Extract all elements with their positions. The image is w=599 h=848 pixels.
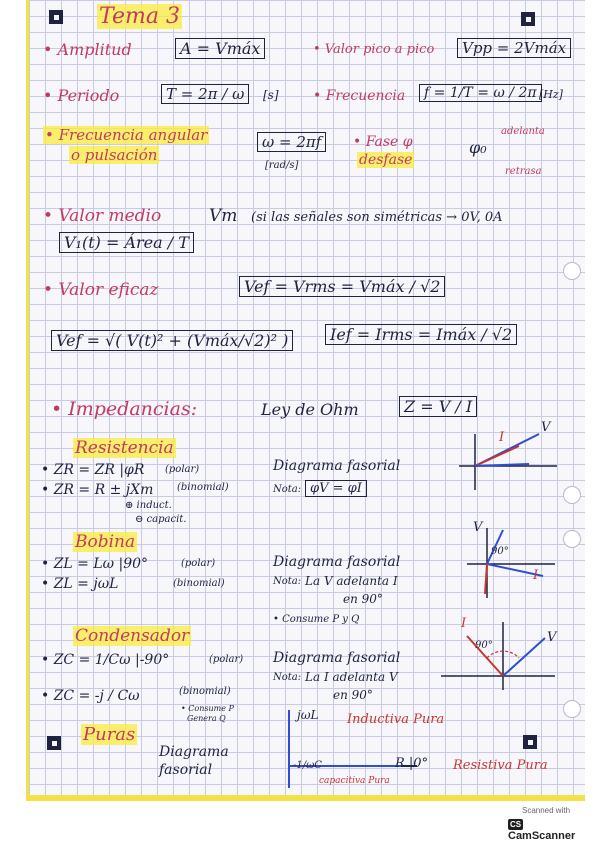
puras-jwl: jωL	[297, 708, 319, 722]
angular-label: • Frecuencia angular	[43, 126, 210, 144]
binder-hole-icon	[563, 262, 581, 280]
resistencia-phasor-diagram	[459, 433, 557, 490]
bobina-consume: • Consume P y Q	[273, 614, 360, 625]
resistencia-heading: Resistencia	[73, 438, 176, 458]
impedancias-formula: Z = V / I	[399, 396, 478, 417]
puras-heading: Puras	[81, 724, 138, 745]
condensador-nota-1: La I adelanta V	[305, 670, 398, 684]
scanned-with-label: Scanned with	[522, 806, 571, 815]
puras-wc: -1/ωC	[293, 760, 322, 771]
desfase-label: desfase	[357, 152, 415, 168]
periodo-label: • Periodo	[43, 86, 120, 105]
bobina-nota-label: Nota:	[273, 576, 302, 587]
medio-label: • Valor medio	[43, 206, 162, 226]
resistencia-polar: • ZR = ZR |φR	[41, 462, 145, 478]
condensador-genera: Genera Q	[187, 714, 226, 723]
camscanner-brand-label: CamScanner	[508, 830, 576, 842]
bobina-nota-2: en 90°	[343, 592, 383, 606]
pico-label: • Valor pico a pico	[313, 42, 435, 57]
resistencia-binomial: • ZR = R ± jXm	[41, 482, 154, 498]
bobina-i-label: I	[533, 568, 539, 583]
condensador-phasor-diagram	[441, 622, 555, 690]
resistencia-inductiva-note: ⊕ induct.	[125, 500, 172, 511]
notebook-page: Tema 3 • Amplitud A = Vmáx • Valor pico …	[26, 0, 585, 801]
condensador-diagrama: Diagrama fasorial	[273, 650, 401, 666]
resistencia-binomial-note: (binomial)	[177, 482, 229, 493]
frecuencia-unit: [Hz]	[539, 88, 563, 101]
adelanta-label: adelanta	[501, 126, 545, 137]
condensador-i-label: I	[461, 616, 467, 631]
frecuencia-formula: f = 1/T = ω / 2π	[419, 84, 542, 102]
condensador-polar-note: (polar)	[209, 654, 244, 665]
puras-diagrama-2: fasorial	[159, 762, 213, 778]
bobina-angle-label: 90°	[491, 546, 509, 557]
periodo-formula: T = 2π / ω	[161, 84, 250, 104]
camscanner-brand: CSCamScanner	[508, 818, 590, 842]
puras-diagrama-1: Diagrama	[159, 744, 229, 760]
fase-label: • Fase φ	[353, 134, 413, 150]
puras-inductiva: Inductiva Pura	[347, 712, 445, 727]
condensador-heading: Condensador	[73, 626, 192, 646]
resistencia-nota: φV = φI	[305, 480, 367, 497]
medio-symbol: Vm	[209, 206, 238, 226]
camscanner-logo-icon: CS	[508, 819, 524, 830]
page-title: Tema 3	[97, 4, 182, 29]
retrasa-label: retrasa	[505, 166, 542, 177]
puras-phasor-diagram	[288, 710, 417, 788]
angular-unit: [rad/s]	[265, 160, 299, 171]
condensador-binomial-note: (binomial)	[179, 686, 231, 697]
amplitud-label: • Amplitud	[43, 40, 132, 59]
condensador-angle-label: 90°	[475, 640, 493, 651]
periodo-unit: [s]	[263, 88, 279, 102]
corner-marker-icon	[521, 12, 535, 26]
condensador-consume: • Consume P	[181, 704, 234, 713]
bobina-polar: • ZL = Lω |90°	[41, 556, 149, 572]
bobina-diagrama: Diagrama fasorial	[273, 554, 401, 570]
corner-marker-icon	[47, 736, 61, 750]
bobina-binomial-note: (binomial)	[173, 578, 225, 589]
eficaz-label: • Valor eficaz	[43, 280, 159, 300]
eficaz-formula-v: Vef = Vrms = Vmáx / √2	[239, 276, 446, 297]
binder-hole-icon	[563, 530, 581, 548]
resistencia-i-label: I	[499, 430, 505, 445]
ley-ohm-label: Ley de Ohm	[261, 400, 359, 419]
angular-formula: ω = 2πf	[257, 132, 327, 152]
bobina-phasor-diagram	[467, 528, 555, 598]
medio-formula: V₁(t) = Área / T	[59, 232, 194, 253]
camscanner-watermark: Scanned with CSCamScanner	[508, 806, 590, 842]
condensador-nota-label: Nota:	[273, 672, 302, 683]
resistencia-v-label: V	[541, 420, 551, 435]
bobina-v-label: V	[473, 520, 483, 535]
bobina-nota-1: La V adelanta I	[305, 574, 398, 588]
eficaz-formula-i: Ief = Irms = Imáx / √2	[325, 324, 518, 345]
fase-formula: φ₀	[469, 138, 487, 157]
medio-note: (si las señales son simétricas → 0V, 0A	[251, 210, 503, 225]
puras-r: R |0°	[395, 756, 429, 771]
corner-marker-icon	[523, 735, 537, 749]
pulsacion-label: o pulsación	[69, 146, 160, 164]
condensador-polar: • ZC = 1/Cω |-90°	[41, 652, 170, 668]
bobina-polar-note: (polar)	[181, 558, 216, 569]
condensador-binomial: • ZC = -j / Cω	[41, 688, 140, 704]
impedancias-label: • Impedancias:	[51, 398, 198, 420]
pico-formula: Vpp = 2Vmáx	[457, 38, 572, 58]
condensador-nota-2: en 90°	[333, 688, 373, 702]
resistencia-polar-note: (polar)	[165, 464, 200, 475]
puras-capacitiva: capacitiva Pura	[319, 776, 390, 786]
binder-hole-icon	[563, 486, 581, 504]
resistencia-nota-label: Nota:	[273, 484, 302, 495]
eficaz-formula-big: Vef = √( V(t)² + (Vmáx/√2)² )	[51, 330, 294, 351]
bobina-heading: Bobina	[73, 532, 138, 552]
resistencia-diagrama: Diagrama fasorial	[273, 458, 401, 474]
puras-resistiva: Resistiva Pura	[453, 758, 548, 773]
amplitud-formula: A = Vmáx	[175, 38, 266, 59]
frecuencia-label: • Frecuencia	[313, 88, 406, 104]
corner-marker-icon	[49, 10, 63, 24]
bobina-binomial: • ZL = jωL	[41, 576, 119, 592]
binder-hole-icon	[563, 700, 581, 718]
resistencia-capacitiva-note: ⊖ capacit.	[135, 514, 187, 525]
condensador-v-label: V	[547, 630, 557, 645]
